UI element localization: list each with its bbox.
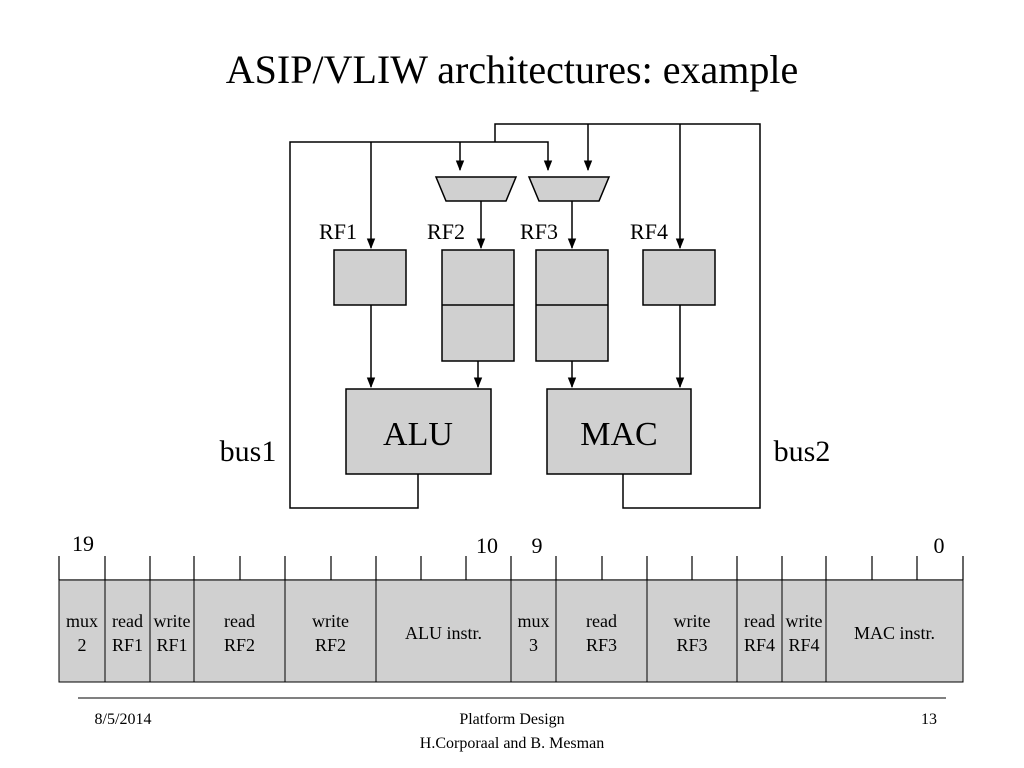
instruction-field-label: RF1 [156,635,187,655]
instruction-field-label: mux [66,611,98,631]
instruction-field-label: RF2 [224,635,255,655]
mux2 [434,176,518,202]
rf4-box [642,249,716,306]
bit-label-19: 19 [72,531,94,556]
instruction-field-label: write [312,611,349,631]
instruction-field-label: RF3 [676,635,707,655]
instruction-field-box [510,579,557,683]
page-title: ASIP/VLIW architectures: example [226,47,798,92]
footer-page-number: 13 [921,711,937,728]
instruction-field-label: ALU instr. [405,623,482,643]
bus1-wire [289,141,553,509]
instruction-field-label: RF2 [315,635,346,655]
instruction-field-box [736,579,783,683]
instruction-field-label: read [224,611,255,631]
bus2-wire [494,123,761,509]
instruction-field-label: 3 [529,635,538,655]
mac-box [546,388,692,475]
mux3 [527,176,611,202]
instruction-field-label: write [674,611,711,631]
instruction-field-label: MAC instr. [854,623,935,643]
instruction-field-box [825,579,964,683]
bit-label-0: 0 [934,533,945,558]
instruction-field-label: read [586,611,617,631]
rf2-label: RF2 [427,219,465,244]
bit-label-9: 9 [532,533,543,558]
instruction-field-label: mux [517,611,549,631]
rf3-label: RF3 [520,219,558,244]
rf1-box [333,249,407,306]
instruction-field-label: RF4 [744,635,775,655]
bus1-label: bus1 [220,435,277,468]
footer-date: 8/5/2014 [95,711,152,728]
instruction-field-label: RF1 [112,635,143,655]
bus2-label: bus2 [774,435,831,468]
instruction-field-box [375,579,512,683]
rf4-label: RF4 [630,219,668,244]
instruction-field-box [555,579,648,683]
instruction-field-box [781,579,827,683]
instruction-field-box [284,579,377,683]
bit-label-10: 10 [476,533,498,558]
footer-authors: H.Corporaal and B. Mesman [420,735,604,752]
instruction-field-box [149,579,195,683]
rf1-label: RF1 [319,219,357,244]
instruction-field-label: 2 [78,635,87,655]
instruction-field-label: read [112,611,143,631]
instruction-field-label: RF4 [788,635,819,655]
instruction-field-label: read [744,611,775,631]
footer-course: Platform Design [459,711,564,728]
instruction-field-label: write [786,611,823,631]
instruction-field-box [58,579,106,683]
instruction-field-box [646,579,738,683]
instruction-field-label: RF3 [586,635,617,655]
instruction-field-label: write [154,611,191,631]
instruction-field-box [193,579,286,683]
alu-box [345,388,492,475]
mac-label: MAC [580,416,657,453]
architecture-diagram [289,123,761,509]
instruction-field-box [104,579,151,683]
bit-ticks [58,556,964,580]
alu-label: ALU [383,416,453,453]
